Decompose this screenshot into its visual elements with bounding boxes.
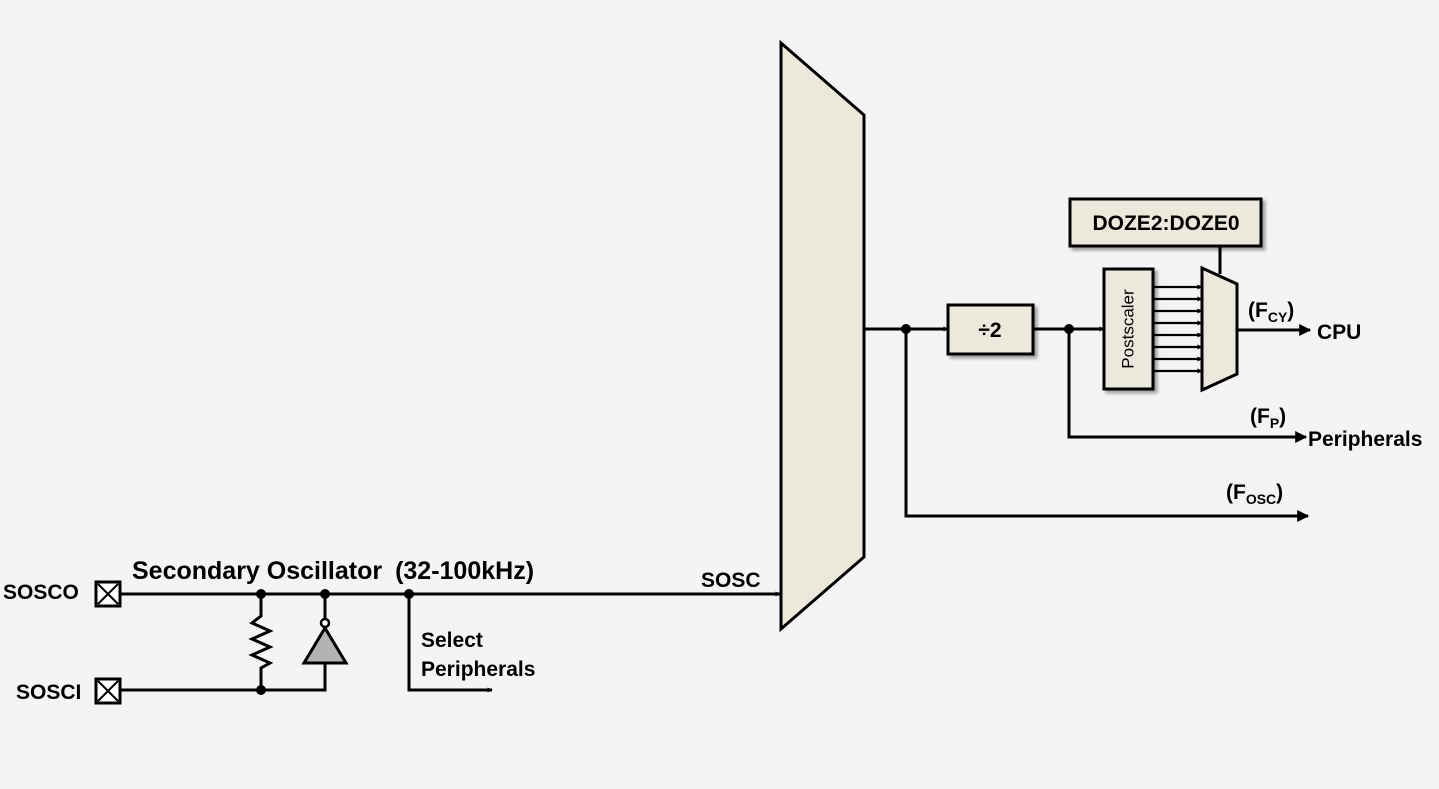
- sosci-wire: [120, 663, 327, 692]
- fcy-label: (FCY): [1248, 299, 1294, 325]
- cpu-label: CPU: [1317, 321, 1361, 344]
- sosci-pin: [94, 677, 122, 705]
- doze-register-label: DOZE2:DOZE0: [1092, 212, 1239, 235]
- postscaler-block: [1102, 267, 1155, 391]
- resistor-icon: [248, 594, 274, 690]
- oscillator-name: Secondary Oscillator: [132, 557, 382, 585]
- select-peripherals-label: Select Peripherals: [421, 629, 535, 681]
- sosco-pin: [94, 580, 122, 608]
- inverter-icon: [301, 617, 349, 665]
- postscaler-label: Postscaler: [1119, 289, 1138, 369]
- sosc-input-label: SOSC: [701, 569, 761, 592]
- oscillator-title: Secondary Oscillator (32-100kHz): [132, 557, 534, 585]
- divide-by-2-label: ÷2: [978, 319, 1001, 342]
- postscaler-outputs: [1153, 284, 1203, 374]
- fosc-wire: [904, 329, 1310, 522]
- oscillator-range: (32-100kHz): [395, 557, 534, 585]
- sosco-label: SOSCO: [3, 581, 79, 604]
- peripherals-label: Peripherals: [1308, 428, 1422, 451]
- fosc-label: (FOSC): [1226, 481, 1283, 507]
- junction-dot: [256, 685, 266, 695]
- fp-wire: [1067, 329, 1308, 443]
- junction-dot: [256, 589, 266, 599]
- clock-source-mux: [779, 39, 866, 633]
- divide-by-2-block: [946, 303, 1035, 356]
- doze-register-block: [1068, 197, 1263, 248]
- fp-label: (FP): [1250, 405, 1286, 431]
- sosci-label: SOSCI: [16, 681, 81, 704]
- junction-dot: [320, 589, 330, 599]
- select-peripherals-wire: [407, 594, 493, 693]
- doze-mux: [1200, 265, 1239, 393]
